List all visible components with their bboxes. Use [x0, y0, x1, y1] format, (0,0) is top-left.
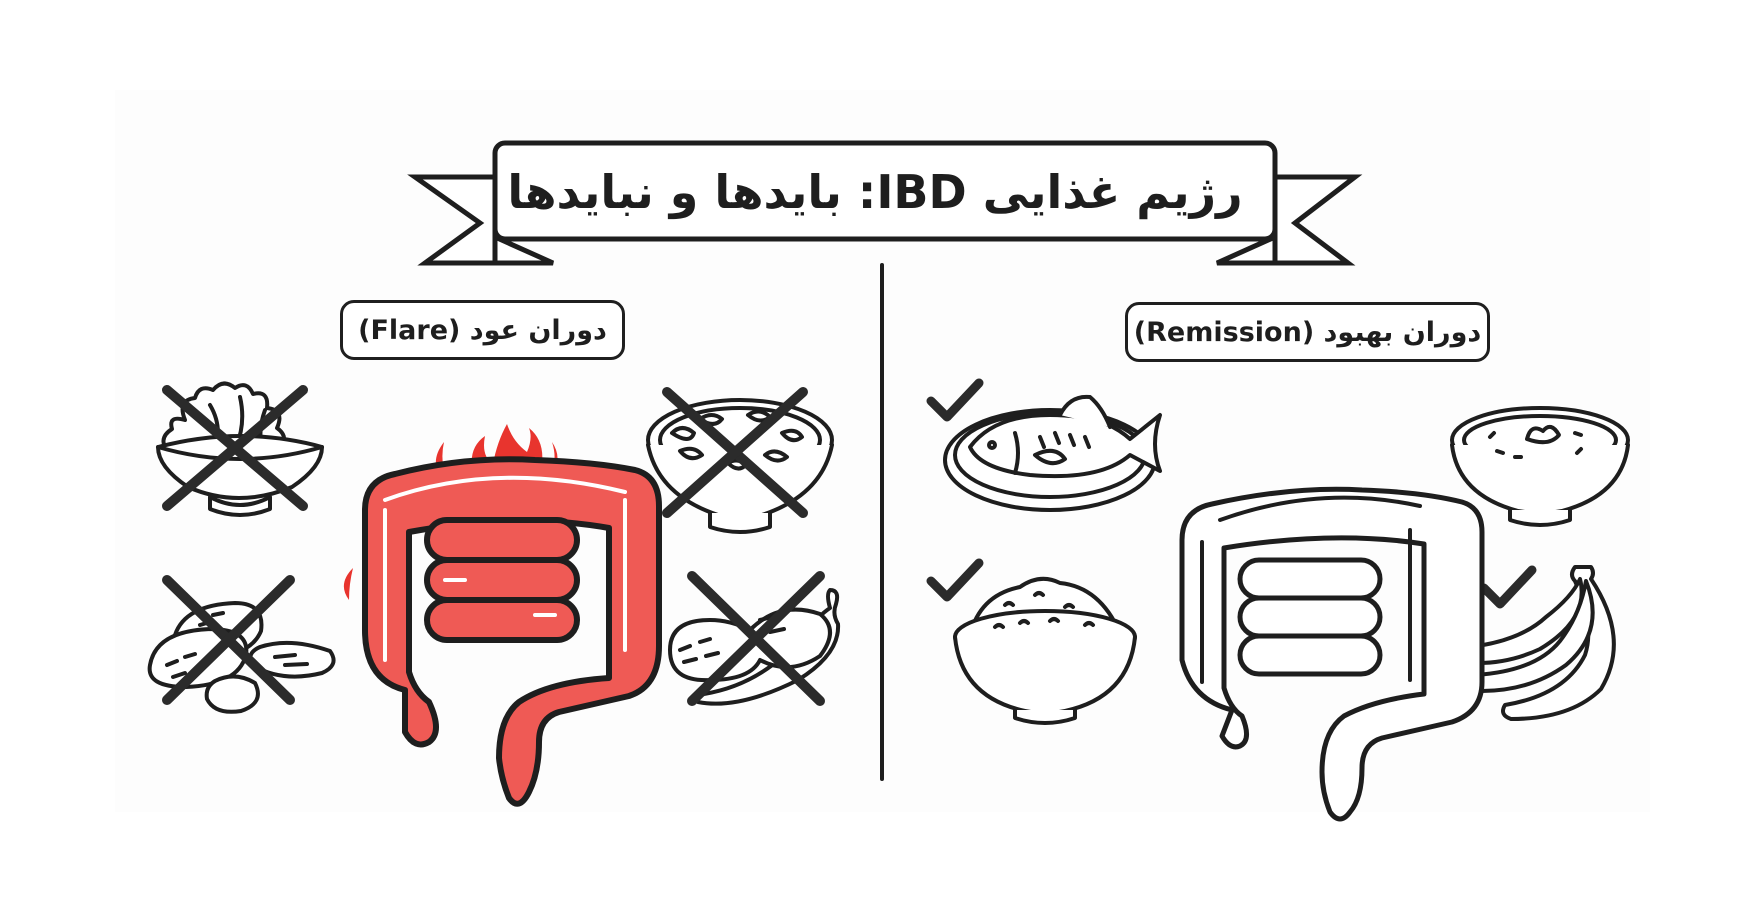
cross-mark-icon [162, 385, 308, 511]
flare-phase-label: دوران عود (Flare) [340, 300, 625, 360]
check-mark-icon [926, 378, 984, 422]
cross-mark-icon [662, 387, 808, 518]
healthy-intestine-icon [1179, 486, 1485, 822]
section-divider [880, 263, 884, 781]
title-banner-ribbon [407, 140, 1363, 266]
soup-bowl-icon [1450, 406, 1630, 527]
cross-mark-icon [687, 571, 825, 706]
check-mark-icon [1479, 565, 1537, 609]
inflamed-intestine-icon [343, 424, 662, 807]
cross-mark-icon [162, 575, 295, 705]
rice-bowl-icon [953, 576, 1137, 725]
check-mark-icon [926, 558, 984, 602]
banana-icon [1466, 565, 1616, 721]
page-title: رژیم غذایی IBD: بایدها و نبایدها [507, 165, 1243, 219]
fish-plate-icon [943, 394, 1162, 512]
remission-phase-label: دوران بهبود (Remission) [1125, 302, 1490, 362]
